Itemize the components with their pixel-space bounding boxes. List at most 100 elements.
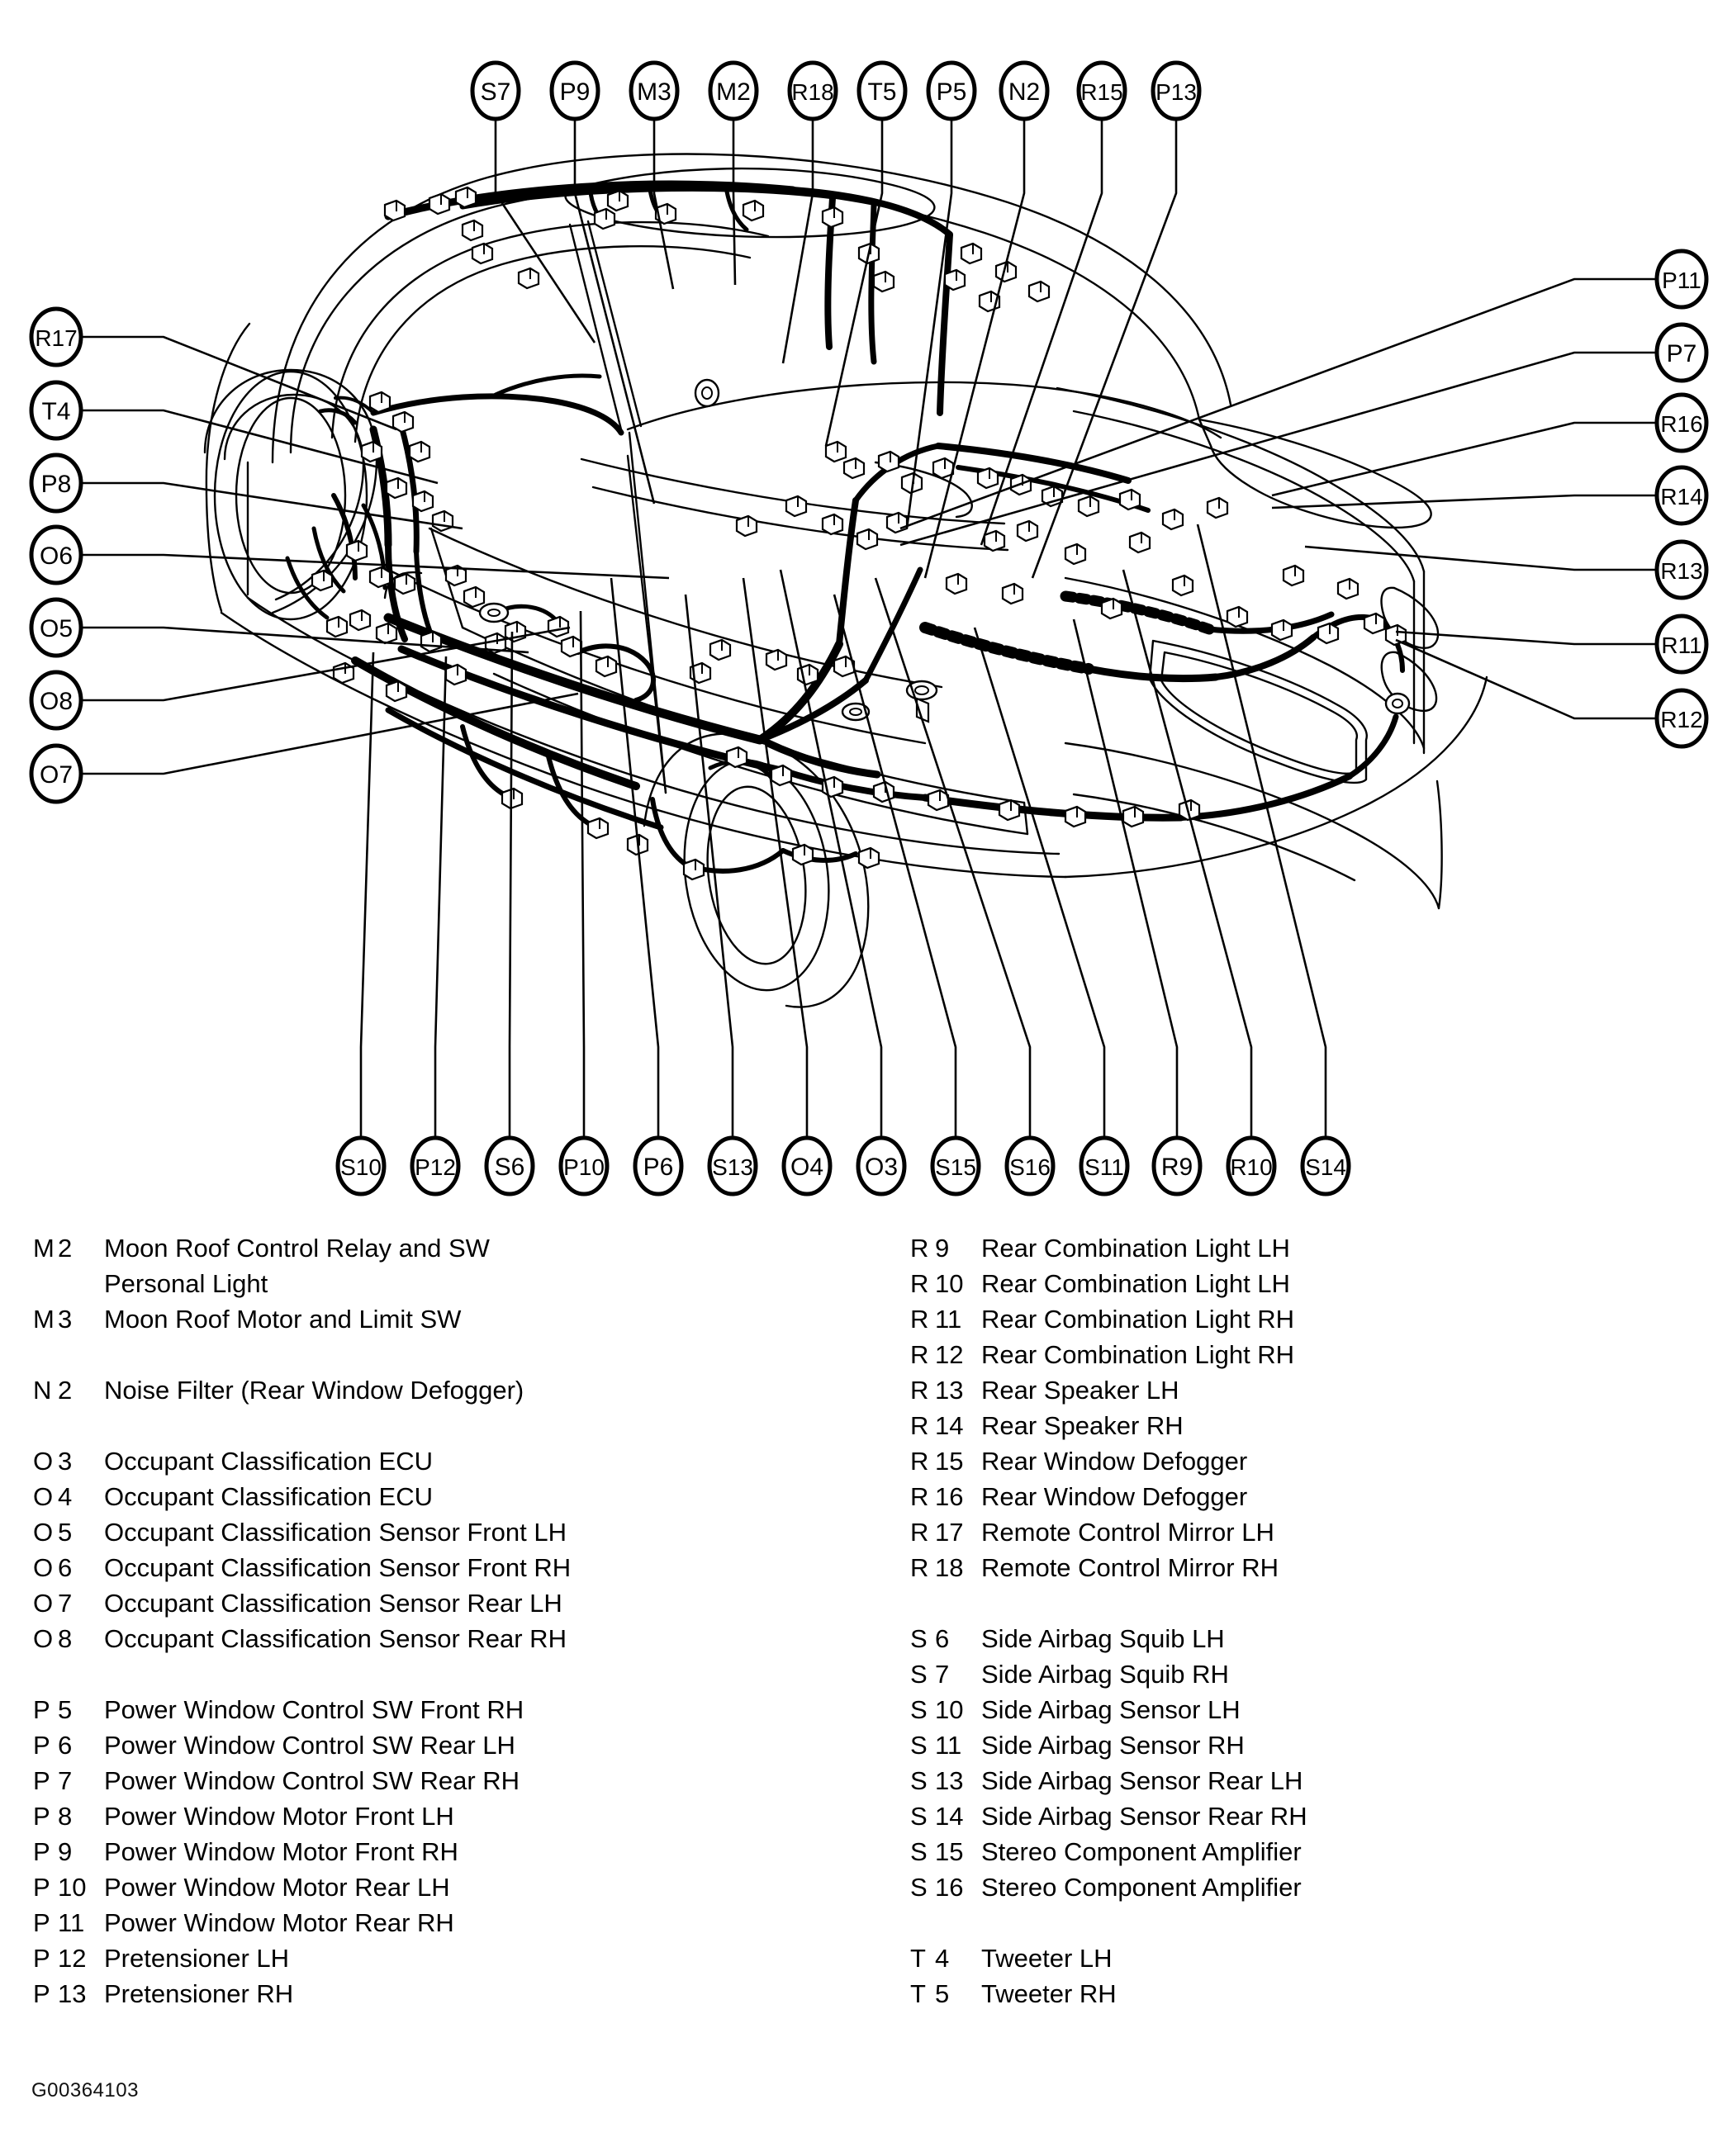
leader-line-p12 [434, 656, 448, 1138]
callout-o6[interactable]: O6 [29, 524, 83, 585]
callout-r15[interactable]: R15 [1076, 60, 1127, 121]
leader-line-r17 [81, 335, 397, 431]
legend-label: Power Window Control SW Rear LH [104, 1731, 515, 1760]
callout-s6[interactable]: S6 [484, 1135, 535, 1196]
callout-label: O3 [865, 1154, 898, 1181]
callout-label: P7 [1667, 340, 1697, 367]
callout-circle [930, 1135, 981, 1196]
legend-code: O 7 [33, 1589, 73, 1618]
callout-s7[interactable]: S7 [470, 60, 521, 121]
legend-label: Moon Roof Motor and Limit SW [104, 1305, 462, 1334]
leader-line-t4 [81, 409, 439, 485]
callout-p13[interactable]: P13 [1151, 60, 1202, 121]
callout-s14[interactable]: S14 [1300, 1135, 1351, 1196]
legend-code: P 7 [33, 1766, 73, 1795]
callout-m3[interactable]: M3 [629, 60, 680, 121]
callout-o7[interactable]: O7 [29, 743, 83, 804]
callout-r9[interactable]: R9 [1151, 1135, 1203, 1196]
callout-label: P5 [937, 78, 967, 106]
callout-r10[interactable]: R10 [1226, 1135, 1277, 1196]
callout-p12[interactable]: P12 [410, 1135, 461, 1196]
legend-code [33, 1266, 104, 1301]
legend-label: Rear Combination Light LH [981, 1269, 1290, 1298]
callout-circle [1300, 1135, 1351, 1196]
callout-label: R11 [1661, 633, 1701, 658]
grommet-icon [694, 378, 720, 408]
callout-n2[interactable]: N2 [999, 60, 1050, 121]
callout-p9[interactable]: P9 [549, 60, 600, 121]
callout-circle [29, 597, 83, 658]
callout-circle [1151, 60, 1202, 121]
legend-label: Remote Control Mirror LH [981, 1518, 1274, 1547]
leader-line-r10 [1122, 569, 1253, 1138]
legend-label: Pretensioner LH [104, 1944, 290, 1973]
callout-label: O8 [40, 688, 73, 715]
callout-s16[interactable]: S16 [1004, 1135, 1056, 1196]
legend-label: Rear Combination Light LH [981, 1234, 1290, 1263]
callout-circle [335, 1135, 387, 1196]
leader-line-s11 [973, 627, 1106, 1138]
callout-r13[interactable]: R13 [1654, 539, 1709, 600]
legend-code: O 5 [33, 1518, 73, 1547]
figure-id-code: G00364103 [31, 2079, 139, 2102]
callout-o8[interactable]: O8 [29, 670, 83, 731]
callout-s15[interactable]: S15 [930, 1135, 981, 1196]
callout-r16[interactable]: R16 [1654, 392, 1709, 453]
callout-circle [999, 60, 1050, 121]
legend-code: P 8 [33, 1802, 73, 1831]
leader-line-s16 [874, 577, 1032, 1138]
leader-line-p6 [610, 577, 660, 1138]
callout-r12[interactable]: R12 [1654, 688, 1709, 749]
callout-p11[interactable]: P11 [1654, 249, 1709, 310]
callout-t5[interactable]: T5 [857, 60, 908, 121]
car-wiring-svg: S7P9M3M2R18T5P5N2R15P13R17T4P8O6O5O8O7P1… [29, 60, 1709, 1196]
callout-p8[interactable]: P8 [29, 453, 83, 514]
legend-code: S 6 [910, 1624, 950, 1653]
callout-o4[interactable]: O4 [781, 1135, 833, 1196]
callout-t4[interactable]: T4 [29, 380, 83, 441]
callout-r17[interactable]: R17 [29, 306, 83, 367]
legend-label: Rear Combination Light RH [981, 1305, 1295, 1334]
callout-m2[interactable]: M2 [708, 60, 759, 121]
callout-s10[interactable]: S10 [335, 1135, 387, 1196]
callout-label: R10 [1230, 1154, 1272, 1180]
callout-r14[interactable]: R14 [1654, 465, 1709, 526]
callout-s11[interactable]: S11 [1079, 1135, 1130, 1196]
callout-r11[interactable]: R11 [1654, 614, 1709, 675]
legend-label: Rear Window Defogger [981, 1447, 1248, 1476]
callout-circle [1654, 392, 1709, 453]
callout-p7[interactable]: P7 [1654, 322, 1709, 383]
callout-p5[interactable]: P5 [926, 60, 977, 121]
callout-circle [29, 524, 83, 585]
legend-label: Tweeter RH [981, 1979, 1117, 2008]
callout-o3[interactable]: O3 [856, 1135, 907, 1196]
leader-line-r9 [1072, 618, 1179, 1138]
callout-label: S6 [495, 1154, 525, 1181]
legend-label: Occupant Classification Sensor Front RH [104, 1553, 572, 1582]
callout-s13[interactable]: S13 [707, 1135, 758, 1196]
callout-circle [707, 1135, 758, 1196]
callout-p10[interactable]: P10 [558, 1135, 610, 1196]
legend-label: Tweeter LH [981, 1944, 1113, 1973]
callout-r18[interactable]: R18 [787, 60, 838, 121]
callout-circle [470, 60, 521, 121]
callout-p6[interactable]: P6 [633, 1135, 684, 1196]
legend-label: Power Window Motor Rear RH [104, 1908, 454, 1937]
callout-o5[interactable]: O5 [29, 597, 83, 658]
legend-spacer [33, 1408, 892, 1443]
